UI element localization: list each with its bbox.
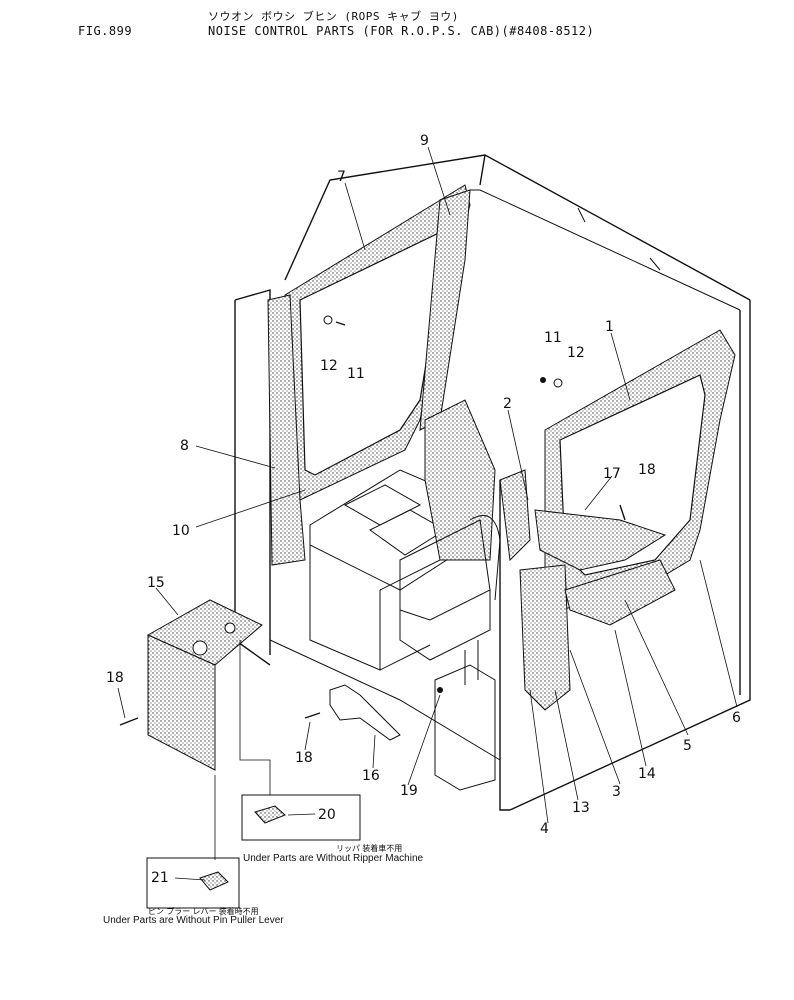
side-panel-15 [146,599,263,771]
ripper-note-en: Under Parts are Without Ripper Machine [243,853,424,864]
seat [399,515,501,661]
pad-21 [146,857,240,909]
fasteners [119,315,626,726]
pad-20 [241,794,361,841]
callout-18-right: 18 [638,462,656,478]
ripper-note-jp: リッパ 装着車不用 [336,844,403,853]
callout-12-left: 12 [320,358,338,374]
callout-7: 7 [337,169,346,185]
callout-18-mid: 18 [295,750,313,766]
callout-11-left: 11 [347,366,365,382]
callout-17: 17 [603,466,621,482]
title-english: NOISE CONTROL PARTS (FOR R.O.P.S. CAB)(#… [208,24,595,38]
callout-20: 20 [318,807,336,823]
title-japanese: ソウオン ボウシ ブヒン (ROPS キャブ ヨウ) [208,10,459,23]
callout-5: 5 [683,738,692,754]
callout-10: 10 [172,523,190,539]
callout-11-right: 11 [544,330,562,346]
callout-4: 4 [540,821,549,837]
callout-3: 3 [612,784,621,800]
callout-16: 16 [362,768,380,784]
callout-numbers: 7 9 8 10 12 11 11 12 1 2 17 18 15 18 18 … [106,133,741,886]
pin-puller-note-en: Under Parts are Without Pin Puller Lever [103,915,284,926]
rear-panel [424,399,531,562]
control-column [434,640,496,791]
bracket-16 [329,684,401,741]
callout-2: 2 [503,396,512,412]
callout-13: 13 [572,800,590,816]
right-window-pad [519,329,736,711]
figure-number: FIG.899 [78,24,133,38]
callout-14: 14 [638,766,656,782]
callout-19: 19 [400,783,418,799]
callout-18-left: 18 [106,670,124,686]
pin-puller-note-jp: ピン プラー レバー 装着時不用 [148,907,259,916]
callout-9: 9 [420,133,429,149]
rear-window-pad [267,184,471,566]
callout-21: 21 [151,870,169,886]
callout-6: 6 [732,710,741,726]
callout-12-right: 12 [567,345,585,361]
leader-lines [117,146,738,881]
callout-1: 1 [605,319,614,335]
callout-15: 15 [147,575,165,591]
callout-8: 8 [180,438,189,454]
